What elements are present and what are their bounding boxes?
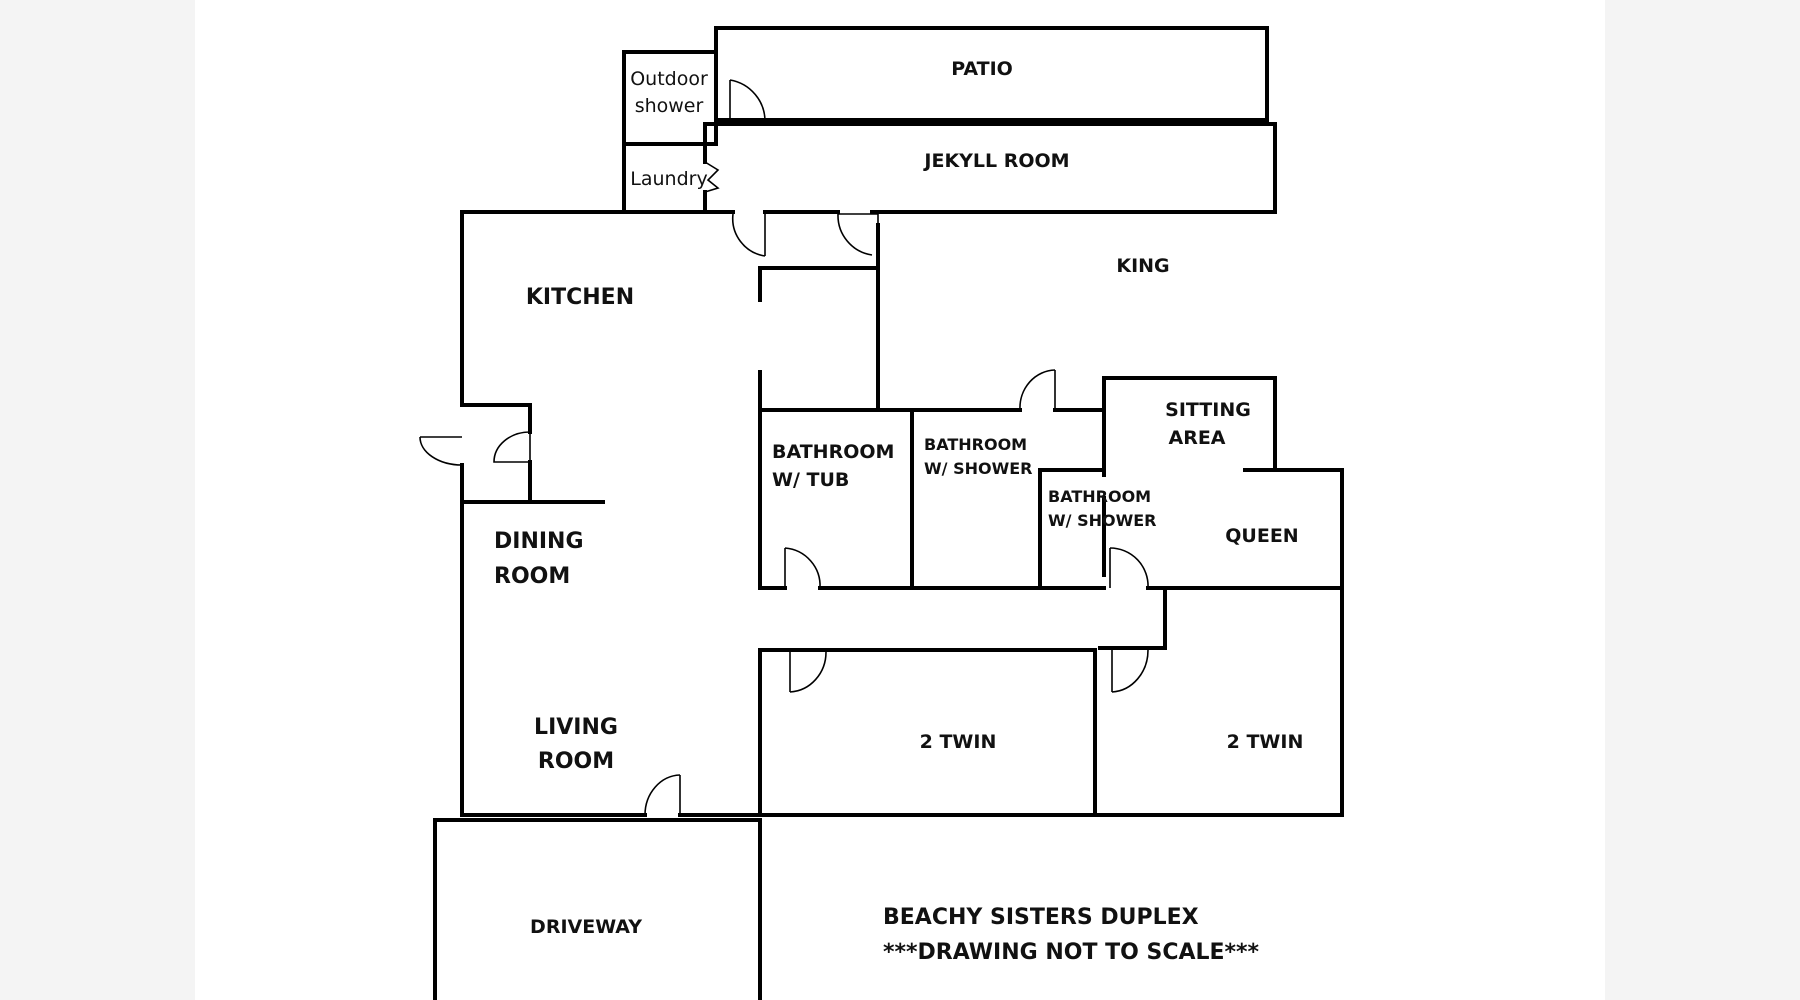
jekyll-door-arc (731, 213, 766, 257)
caption: BEACHY SISTERS DUPLEX ***DRAWING NOT TO … (883, 905, 1260, 965)
jekyll-room-label: JEKYLL ROOM (922, 150, 1069, 172)
twin2-door-arc (1111, 649, 1149, 693)
queen-right-wall (1273, 376, 1344, 817)
driveway-wall (433, 818, 762, 1000)
twin1-door-arc (789, 651, 827, 693)
bathroom-shower2-label-1: BATHROOM (1048, 487, 1151, 506)
king-label: KING (1116, 255, 1169, 277)
drawing-sheet (195, 0, 1605, 1000)
doors (419, 79, 1149, 816)
twin1-label: 2 TWIN (920, 731, 997, 753)
side-door-arc (419, 436, 463, 466)
tub-bath-door-arc (784, 547, 821, 589)
laundry-label: Laundry (630, 168, 707, 190)
plan-title: BEACHY SISTERS DUPLEX (883, 905, 1199, 930)
bathroom-shower2-label-2: W/ SHOWER (1048, 511, 1156, 530)
pantry-door-arc (493, 431, 531, 463)
dining-room-label-2: ROOM (494, 564, 570, 589)
queen-door-arc (1109, 547, 1149, 589)
bathroom-shower1-label-2: W/ SHOWER (924, 459, 1032, 478)
living-room-label-1: LIVING (534, 715, 618, 740)
front-door-arc (644, 774, 681, 816)
scale-note: ***DRAWING NOT TO SCALE*** (883, 940, 1260, 965)
patio-label: PATIO (951, 58, 1013, 80)
laundry-door (704, 161, 720, 193)
living-room-label-2: ROOM (538, 749, 614, 774)
dining-room-label-1: DINING (494, 529, 584, 554)
outdoor-shower-label-2: shower (635, 95, 704, 117)
queen-label: QUEEN (1225, 525, 1298, 547)
king-door-arc (837, 213, 873, 256)
bathroom-shower1-label-1: BATHROOM (924, 435, 1027, 454)
king-bath-door-arc (1019, 369, 1056, 411)
walls (433, 26, 1344, 1000)
bathroom-tub-label-1: BATHROOM (772, 441, 894, 463)
room-labels: Outdoor shower PATIO Laundry JEKYLL ROOM… (494, 58, 1303, 938)
sitting-area-label-1: SITTING (1165, 399, 1251, 421)
jekyll-room-wall (703, 122, 1277, 214)
driveway-label: DRIVEWAY (530, 916, 642, 938)
sitting-area-label-2: AREA (1168, 427, 1225, 449)
king-door-leaf (838, 213, 879, 255)
kitchen-label: KITCHEN (526, 285, 634, 310)
twin2-label: 2 TWIN (1227, 731, 1304, 753)
outdoor-shower-label-1: Outdoor (630, 68, 708, 90)
pantry-top-wall (460, 403, 532, 434)
patio-door-arc (729, 79, 766, 123)
bathroom-tub-label-2: W/ TUB (772, 469, 849, 491)
